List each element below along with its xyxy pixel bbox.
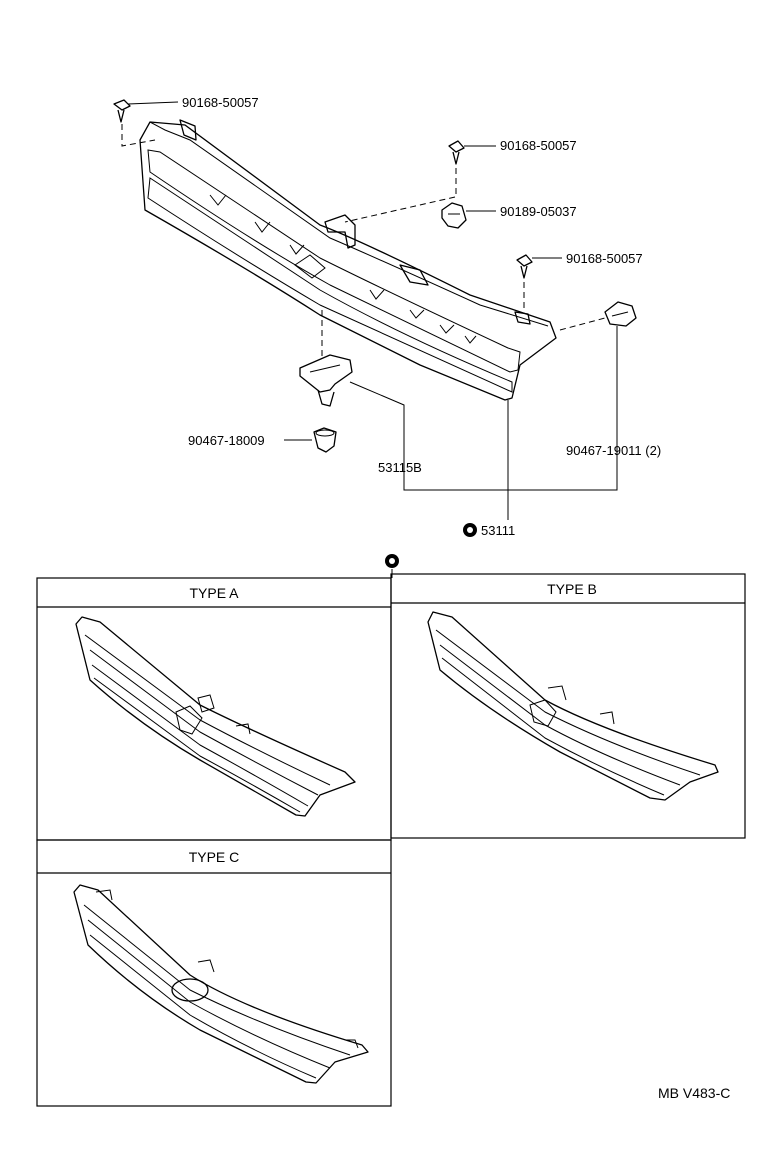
grille-type-b-drawing xyxy=(427,611,719,801)
part-number-label: 53111 xyxy=(481,523,515,538)
main-grille-assembly xyxy=(139,119,557,401)
diagram-code: MB V483-C xyxy=(658,1085,730,1101)
part-number-label: 53115B xyxy=(378,460,422,475)
type-a-panel xyxy=(36,577,392,841)
part-number-label: 90467-18009 xyxy=(188,433,265,448)
part-number-label: 90168-50057 xyxy=(566,251,643,266)
screw-icon xyxy=(516,254,533,279)
target-circle-icon xyxy=(385,554,399,568)
part-number-label: 90168-50057 xyxy=(500,138,577,153)
type-b-title: TYPE B xyxy=(547,581,597,597)
clip-nut-icon xyxy=(441,202,467,229)
type-c-panel xyxy=(36,839,392,1107)
screw-icon xyxy=(448,140,465,165)
type-a-title: TYPE A xyxy=(189,585,239,601)
emblem-oval-icon xyxy=(171,978,209,1002)
retainer-clip-icon xyxy=(604,301,637,327)
grille-type-c-drawing xyxy=(73,884,369,1084)
type-b-panel xyxy=(390,573,746,839)
push-nut-icon xyxy=(313,427,337,453)
part-number-label: 90189-05037 xyxy=(500,204,577,219)
lower-bracket-icon xyxy=(299,354,353,407)
part-number-label: 90467-19011 (2) xyxy=(566,443,661,458)
grille-type-a-drawing xyxy=(75,616,356,817)
target-circle-icon xyxy=(463,523,477,537)
screw-icon xyxy=(113,99,131,123)
part-number-label: 90168-50057 xyxy=(182,95,259,110)
type-c-title: TYPE C xyxy=(189,849,240,865)
